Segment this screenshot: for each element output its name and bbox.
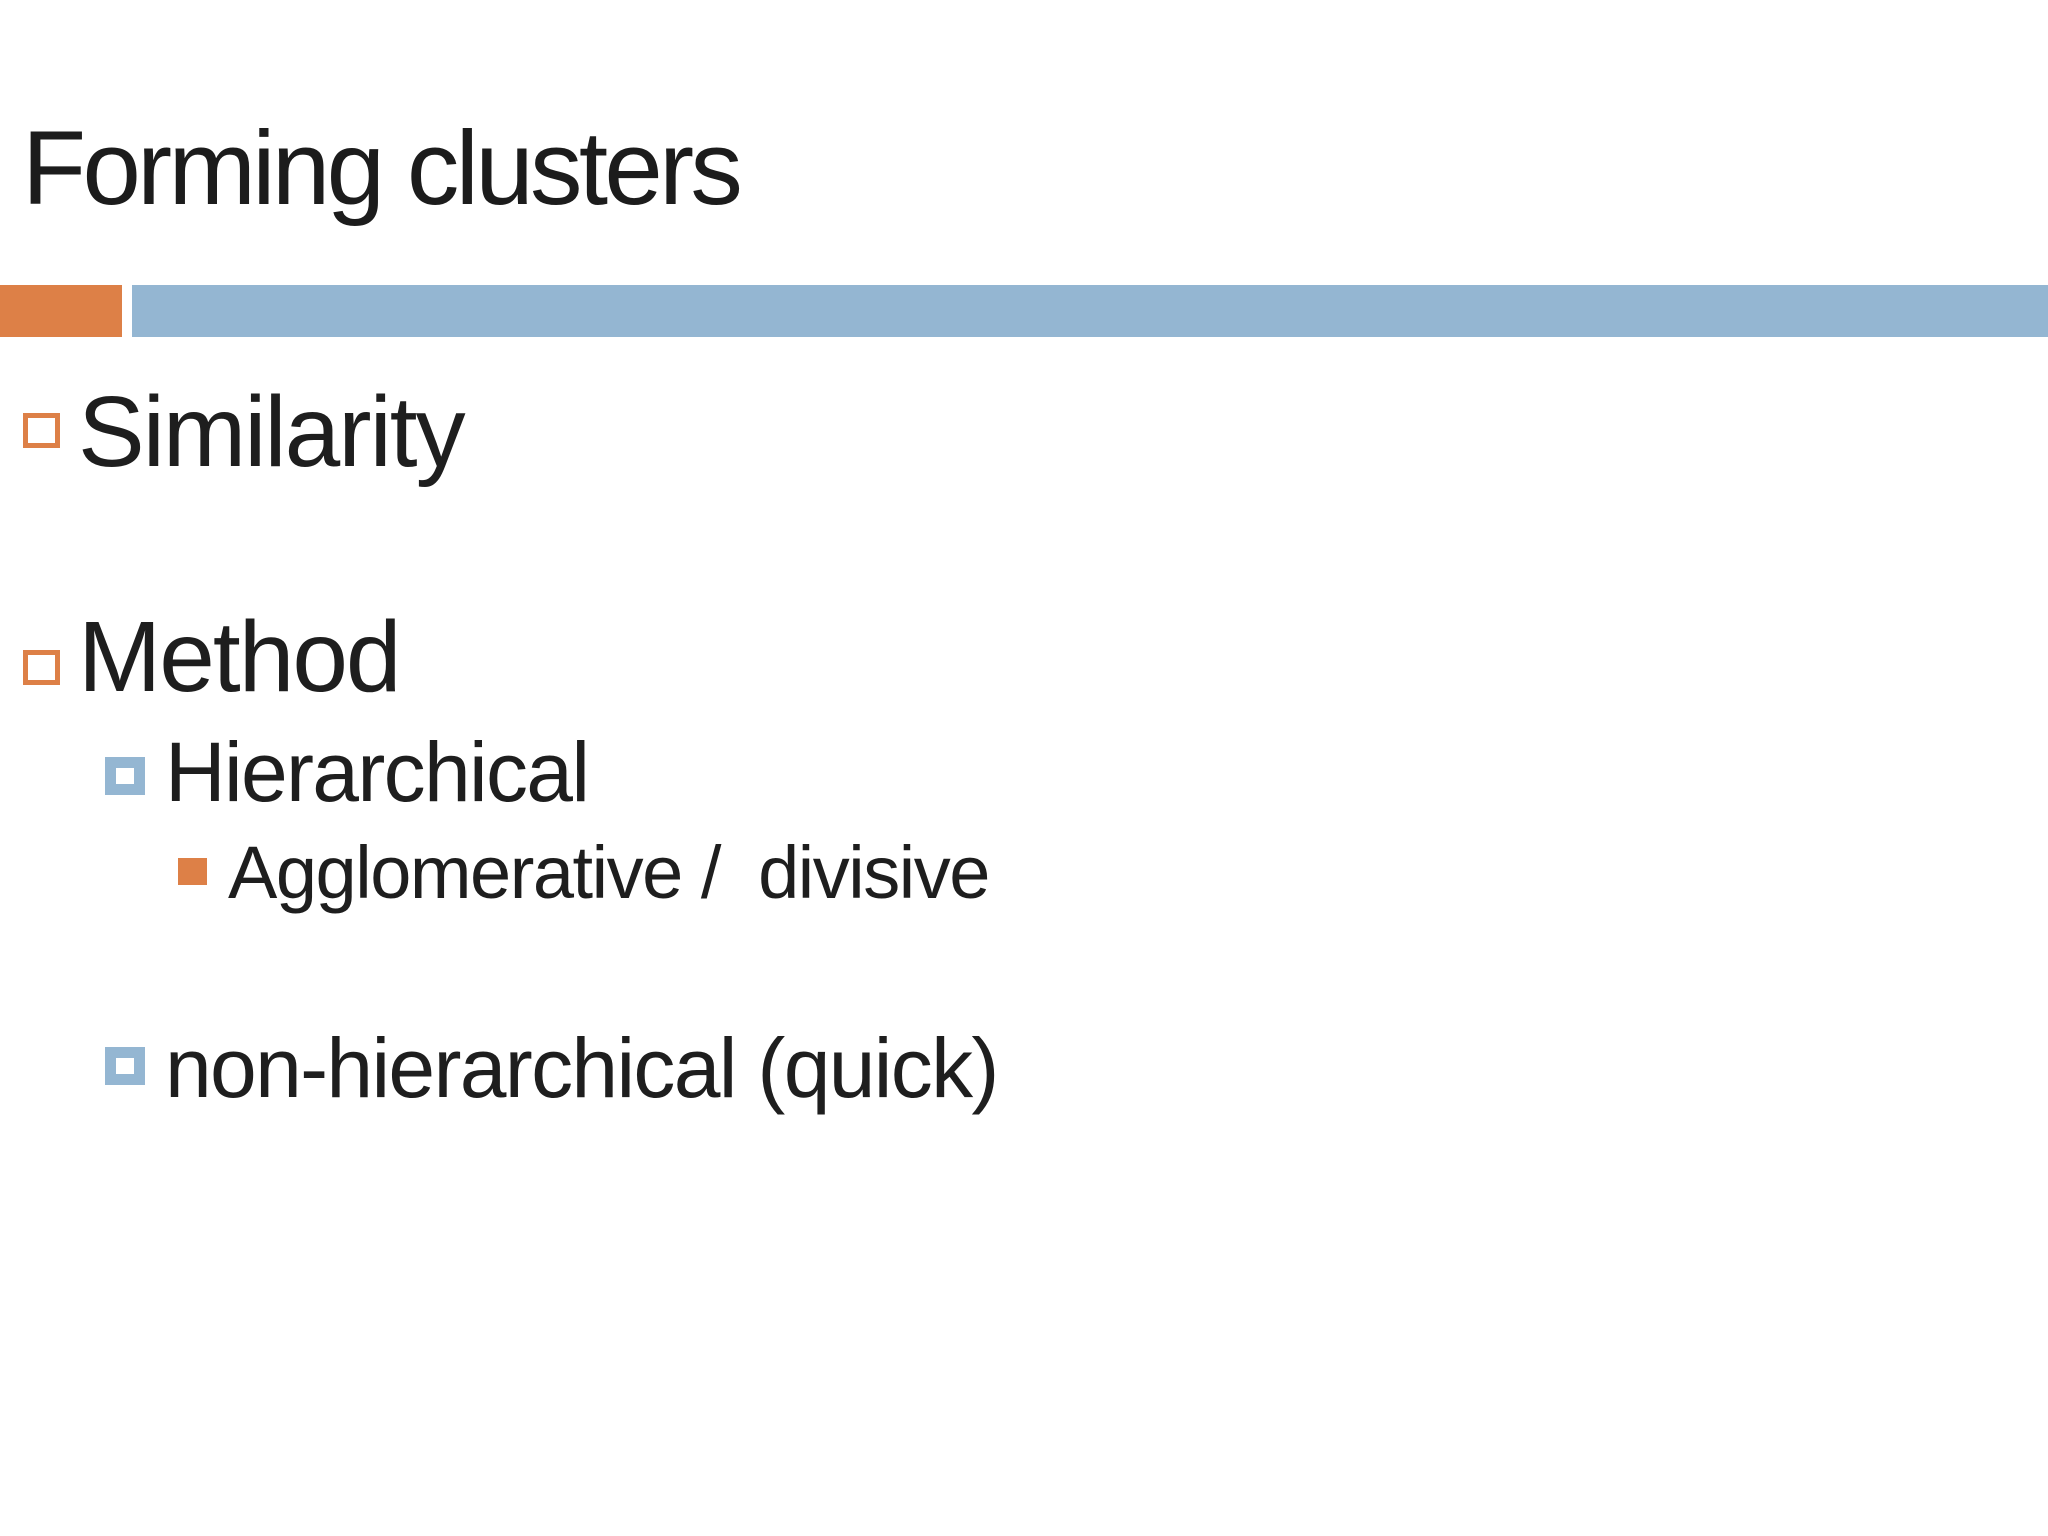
bullet-item-method: Method <box>78 601 402 713</box>
slide-title: Forming clusters <box>22 110 743 227</box>
bullet-item-non-hierarchical: non-hierarchical (quick) <box>165 1021 999 1115</box>
orange-square-bullet-icon <box>23 650 60 685</box>
bullet-item-hierarchical: Hierarchical <box>165 725 590 819</box>
blue-square-bullet-icon <box>105 757 145 795</box>
accent-bar-orange-segment <box>0 285 122 337</box>
accent-bar-blue-segment <box>132 285 2048 337</box>
bullet-item-similarity: Similarity <box>78 376 466 488</box>
orange-filled-square-bullet-icon <box>178 858 207 885</box>
orange-square-bullet-icon <box>23 413 60 448</box>
bullet-item-agglomerative-divisive: Agglomerative / divisive <box>228 831 990 914</box>
blue-square-bullet-icon <box>105 1047 145 1085</box>
